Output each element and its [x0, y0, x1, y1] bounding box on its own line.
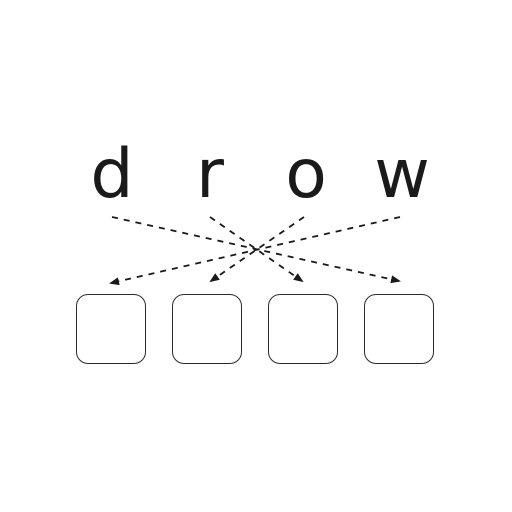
target-slot	[364, 294, 434, 364]
source-letter: o	[285, 135, 327, 214]
arrow-w-to-slot-1	[109, 216, 401, 286]
target-slot	[268, 294, 338, 364]
source-letter: w	[374, 135, 430, 214]
source-letter: r	[196, 135, 224, 214]
source-letter: d	[90, 135, 134, 214]
target-slot	[172, 294, 242, 364]
target-slot	[76, 294, 146, 364]
arrow-d-to-slot-4	[111, 216, 401, 284]
